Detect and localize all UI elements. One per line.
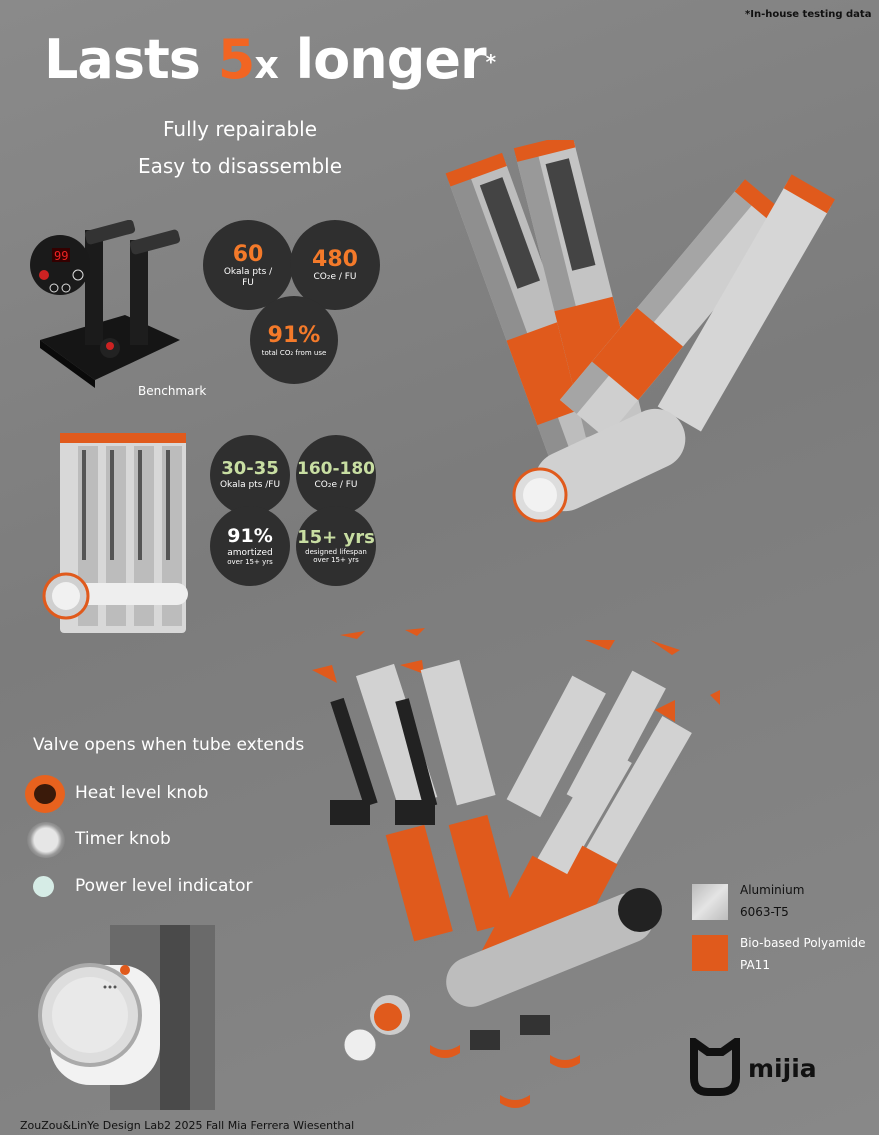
- heat-knob-icon: [25, 775, 65, 813]
- timer-knob-icon: [27, 822, 65, 858]
- radiator-product-image: [42, 433, 188, 633]
- control-panel: [30, 235, 90, 295]
- subtitle-disassemble: Easy to disassemble: [137, 154, 343, 178]
- exploded-view-render: [312, 628, 720, 1108]
- benchmark-product-image: 99: [30, 220, 181, 388]
- benchmark-label: Benchmark: [138, 384, 207, 398]
- headline-x: x: [254, 43, 278, 87]
- valve-caption: Valve opens when tube extends: [33, 735, 305, 755]
- headline: Lasts 5x longer*: [44, 28, 497, 91]
- timer-knob-label: Timer knob: [75, 829, 171, 849]
- svg-text:99: 99: [54, 249, 68, 263]
- headline-suffix: longer: [277, 28, 487, 91]
- polyamide-swatch: [692, 935, 728, 971]
- testing-note: *In-house testing data: [745, 9, 872, 20]
- heat-knob-label: Heat level knob: [75, 783, 209, 803]
- headline-asterisk: *: [485, 50, 497, 74]
- power-indicator-label: Power level indicator: [75, 876, 253, 896]
- stat-use-benchmark: 91%total CO₂ from use: [250, 296, 338, 384]
- subtitle-repairable: Fully repairable: [162, 117, 318, 141]
- assembled-product-render: [445, 140, 835, 523]
- headline-prefix: Lasts: [44, 28, 218, 91]
- knob-closeup-render: [38, 925, 215, 1110]
- aluminium-swatch: [692, 884, 728, 920]
- headline-number: 5: [217, 28, 256, 91]
- power-indicator-icon: [33, 876, 54, 897]
- mijia-logo-icon: [690, 1038, 740, 1096]
- brand-name: mijia: [748, 1054, 817, 1083]
- credits: ZouZou&LinYe Design Lab2 2025 Fall Mia F…: [20, 1119, 355, 1132]
